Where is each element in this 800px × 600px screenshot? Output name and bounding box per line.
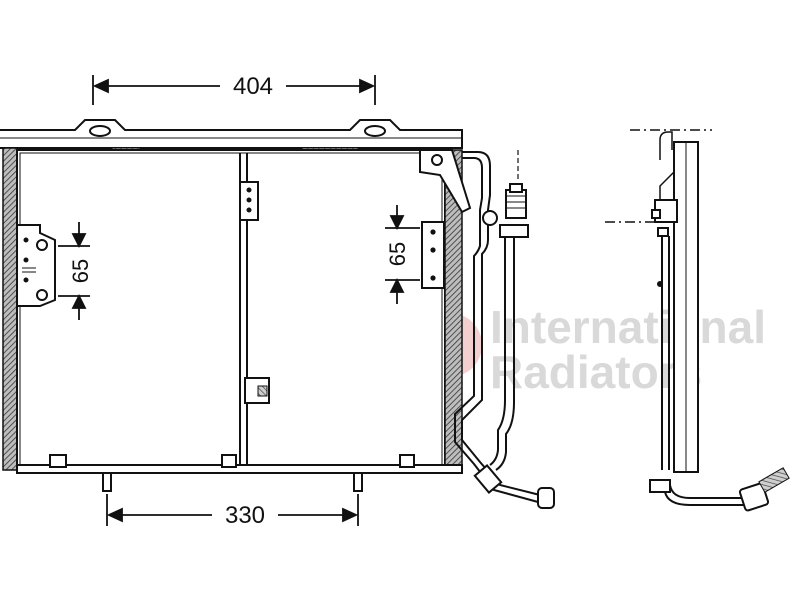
side-hook — [659, 131, 673, 160]
front-view — [0, 119, 555, 509]
side-view — [605, 129, 790, 512]
ac-pipe-inner — [454, 157, 539, 503]
bottom-pin-right — [353, 472, 363, 492]
mounting-hole-right — [364, 125, 386, 137]
dimension-label-right-bracket: 65 — [385, 242, 410, 266]
dimension-65-left — [58, 222, 90, 320]
side-connector — [738, 482, 770, 512]
left-header-tank — [2, 147, 18, 471]
valve-fitting — [505, 189, 527, 219]
dimension-65-right — [385, 205, 420, 304]
watermark-line2: Radiators — [490, 346, 702, 398]
dimension-label-top: 404 — [233, 73, 273, 100]
bottom-rail — [16, 464, 463, 474]
bottom-pin-left — [102, 472, 112, 492]
dimension-label-left-bracket: 65 — [68, 259, 93, 283]
condenser-core — [16, 149, 446, 469]
top-rail — [0, 119, 463, 149]
dimension-330 — [106, 494, 359, 526]
ac-pipe-second — [489, 235, 506, 466]
watermark-line1: International — [490, 301, 766, 353]
pipe-connector-lower — [537, 487, 555, 509]
watermark: International Radiators — [418, 301, 766, 398]
top-right-plate — [419, 149, 472, 214]
pipe-fitting-upper — [482, 210, 498, 226]
dimension-404 — [92, 75, 376, 105]
ac-pipe-outer — [461, 151, 541, 496]
side-pipe — [664, 491, 745, 506]
left-bracket — [16, 224, 56, 307]
mounting-hole-left — [89, 125, 111, 137]
right-bracket — [421, 221, 445, 289]
dimension-label-bottom: 330 — [225, 502, 265, 529]
